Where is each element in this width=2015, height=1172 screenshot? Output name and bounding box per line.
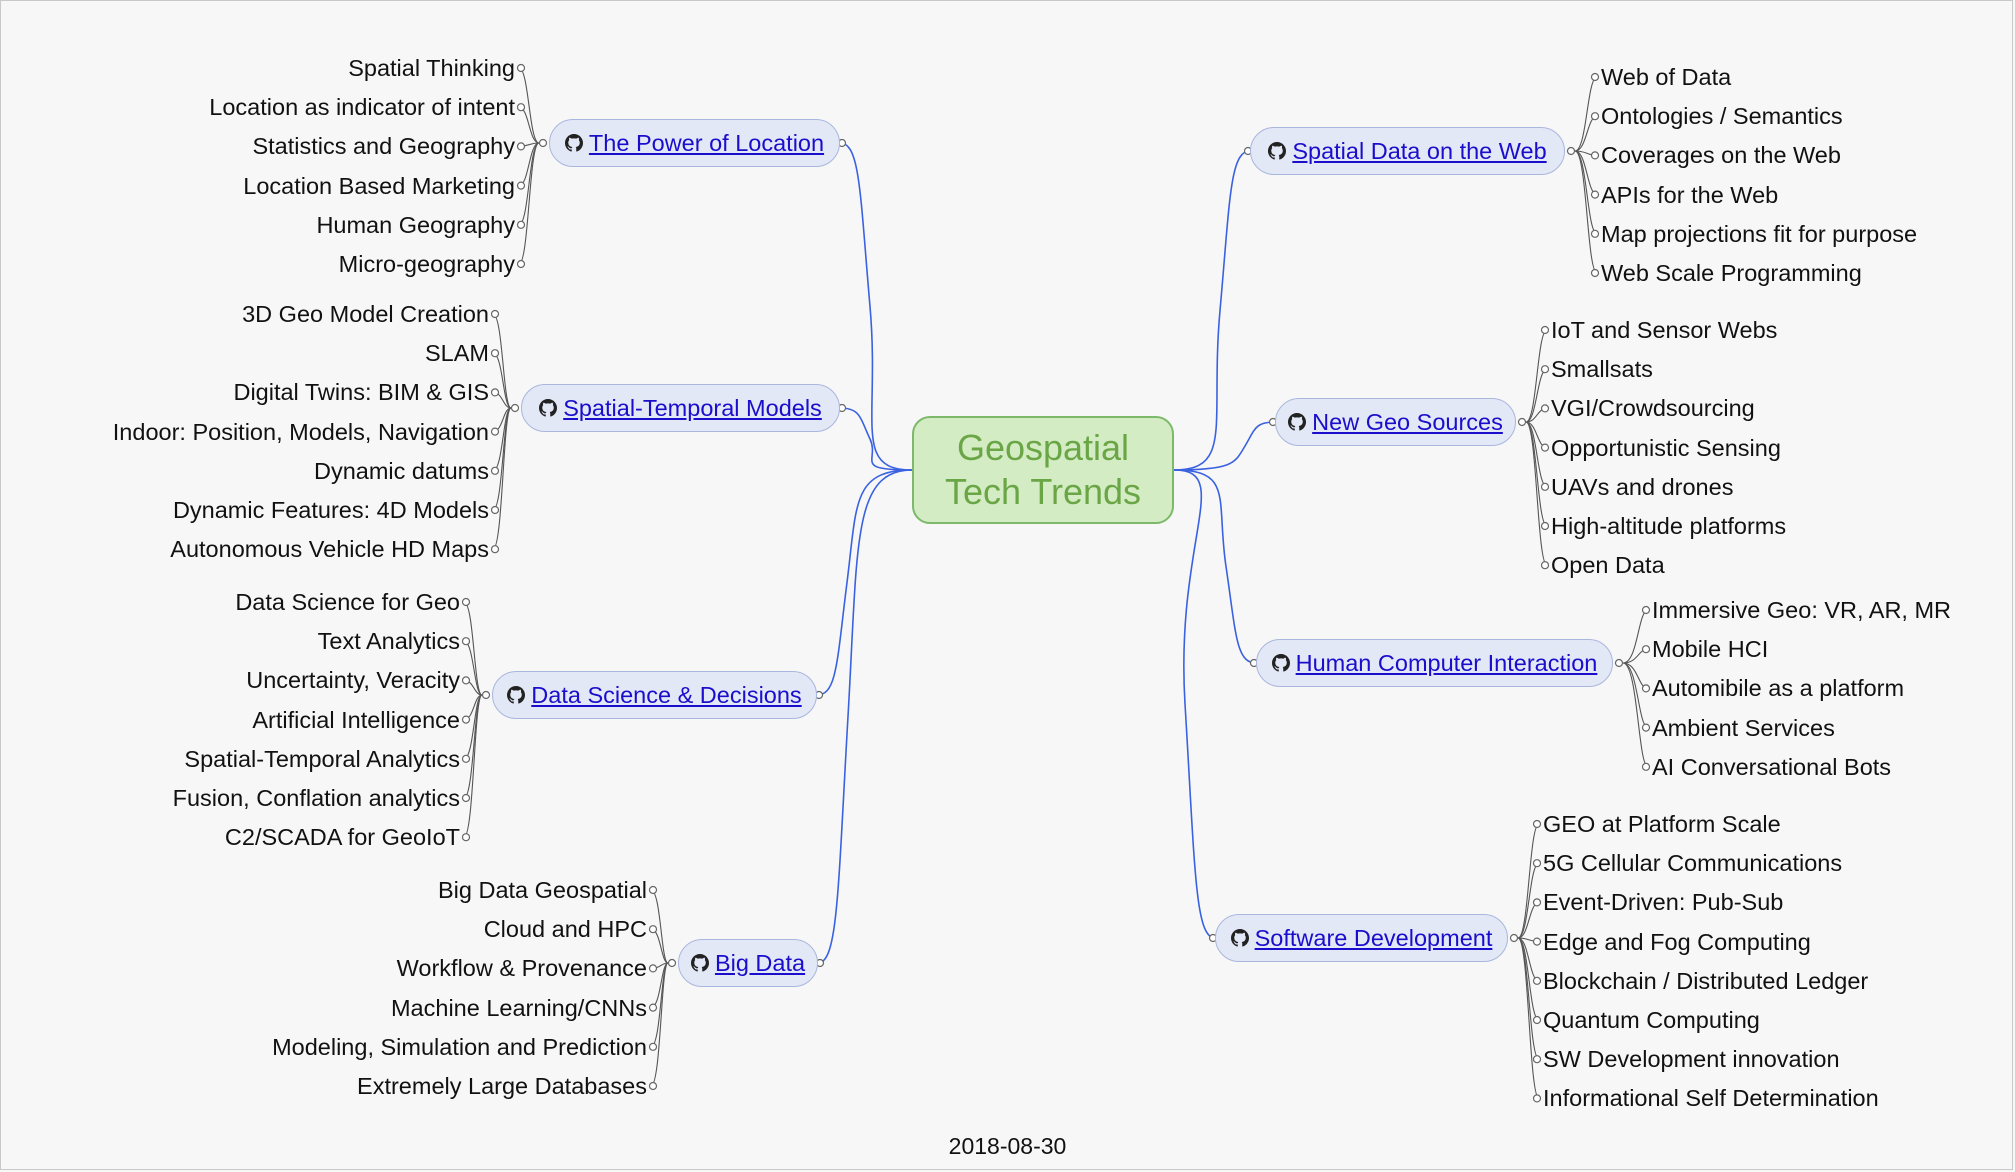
leaf-topic[interactable]: C2/SCADA for GeoIoT (224, 824, 460, 851)
leaf-topic[interactable]: Mobile HCI (1652, 636, 1769, 663)
leaf-topic[interactable]: Web of Data (1601, 64, 1732, 90)
branch-label[interactable]: New Geo Sources (1312, 408, 1503, 435)
branch-power-of-location[interactable]: The Power of Location (549, 119, 840, 167)
leaf-topic[interactable]: Human Geography (316, 211, 515, 238)
leaf-topic[interactable]: Spatial Thinking (348, 55, 515, 81)
branch-big-data[interactable]: Big Data (678, 939, 818, 987)
leaf-topic[interactable]: 3D Geo Model Creation (242, 301, 489, 327)
leaf-topic[interactable]: Smallsats (1551, 356, 1653, 383)
leaf-topic[interactable]: 5G Cellular Communications (1543, 850, 1843, 877)
central-topic-line1: Geospatial (956, 427, 1130, 468)
leaf-topic[interactable]: Big Data Geospatial (437, 877, 647, 903)
date-label: 2018-08-30 (948, 1133, 1067, 1159)
leaf-topic[interactable]: Map projections fit for purpose (1601, 220, 1918, 247)
leaf-topic[interactable]: VGI/Crowdsourcing (1551, 395, 1755, 422)
leaf-topic[interactable]: IoT and Sensor Webs (1551, 317, 1778, 343)
branch-label[interactable]: Software Development (1254, 924, 1493, 951)
leaf-topic[interactable]: Statistics and Geography (252, 133, 515, 160)
leaf-topic[interactable]: APIs for the Web (1601, 181, 1779, 208)
leaf-topic[interactable]: Edge and Fog Computing (1543, 928, 1811, 955)
leaf-topic[interactable]: Automibile as a platform (1652, 675, 1905, 702)
leaf-topic[interactable]: Dynamic datums (314, 457, 489, 484)
leaf-topic[interactable]: Open Data (1551, 552, 1665, 579)
branch-label[interactable]: Big Data (714, 949, 806, 976)
leaf-topic[interactable]: SW Development innovation (1543, 1046, 1840, 1073)
leaf-topic[interactable]: High-altitude platforms (1551, 513, 1787, 539)
github-icon (564, 134, 583, 152)
leaf-topic[interactable]: Indoor: Position, Models, Navigation (112, 418, 489, 445)
leaf-topic[interactable]: Opportunistic Sensing (1551, 434, 1781, 461)
leaf-topic[interactable]: Coverages on the Web (1601, 142, 1841, 169)
leaf-topic[interactable]: GEO at Platform Scale (1543, 811, 1781, 837)
leaf-topic[interactable]: UAVs and drones (1551, 473, 1734, 500)
leaf-topic[interactable]: Micro-geography (338, 251, 515, 277)
github-icon (1268, 142, 1287, 160)
leaf-topic[interactable]: Workflow & Provenance (396, 955, 647, 982)
branch-spatial-temporal-models[interactable]: Spatial-Temporal Models (521, 384, 840, 432)
branch-new-geo-sources[interactable]: New Geo Sources (1275, 398, 1516, 446)
leaf-topic[interactable]: Location Based Marketing (243, 172, 515, 199)
branch-label[interactable]: Spatial Data on the Web (1292, 137, 1547, 164)
branch-label[interactable]: Data Science & Decisions (531, 681, 802, 708)
leaf-topic[interactable]: Location as indicator of intent (209, 94, 515, 121)
central-topic-line2: Tech Trends (944, 471, 1142, 512)
github-icon (690, 954, 709, 972)
leaf-topic[interactable]: Artificial Intelligence (252, 706, 460, 733)
leaf-topic[interactable]: Modeling, Simulation and Prediction (272, 1033, 647, 1060)
leaf-topic[interactable]: Uncertainty, Veracity (246, 667, 460, 694)
leaf-topic[interactable]: Autonomous Vehicle HD Maps (170, 536, 489, 563)
leaf-topic[interactable]: Ambient Services (1652, 714, 1835, 741)
leaf-topic[interactable]: Informational Self Determination (1543, 1085, 1879, 1112)
leaf-topic[interactable]: Dynamic Features: 4D Models (172, 497, 489, 523)
leaf-topic[interactable]: Extremely Large Databases (357, 1073, 647, 1099)
branch-data-science-decisions[interactable]: Data Science & Decisions (492, 671, 817, 719)
leaf-topic[interactable]: Quantum Computing (1543, 1007, 1760, 1033)
github-icon (539, 399, 558, 417)
branch-software-development[interactable]: Software Development (1215, 914, 1508, 962)
leaf-topic[interactable]: Digital Twins: BIM & GIS (233, 379, 489, 406)
branch-label[interactable]: The Power of Location (588, 129, 825, 156)
leaf-topic[interactable]: Cloud and HPC (483, 916, 647, 943)
central-topic[interactable]: Geospatial Tech Trends (912, 416, 1174, 524)
leaf-topic[interactable]: Blockchain / Distributed Ledger (1543, 967, 1869, 994)
leaf-topic[interactable]: Spatial-Temporal Analytics (184, 745, 460, 772)
github-icon (1288, 413, 1307, 431)
leaf-topic[interactable]: Data Science for Geo (235, 589, 460, 615)
leaf-topic[interactable]: Web Scale Programming (1601, 260, 1862, 286)
leaf-topic[interactable]: Ontologies / Semantics (1601, 103, 1843, 130)
branch-label[interactable]: Human Computer Interaction (1295, 649, 1598, 676)
branch-spatial-data-web[interactable]: Spatial Data on the Web (1250, 127, 1565, 175)
leaf-topic[interactable]: Machine Learning/CNNs (390, 994, 647, 1021)
github-icon (507, 686, 526, 704)
github-icon (1271, 654, 1290, 672)
branch-label[interactable]: Spatial-Temporal Models (563, 394, 822, 421)
branch-human-computer-interaction[interactable]: Human Computer Interaction (1256, 639, 1613, 687)
leaf-topic[interactable]: SLAM (425, 340, 489, 367)
leaf-topic[interactable]: Text Analytics (317, 628, 460, 655)
leaf-topic[interactable]: Immersive Geo: VR, AR, MR (1652, 597, 1952, 623)
github-icon (1230, 929, 1249, 947)
leaf-topic[interactable]: AI Conversational Bots (1652, 753, 1892, 780)
leaf-topic[interactable]: Fusion, Conflation analytics (172, 785, 460, 811)
leaf-topic[interactable]: Event-Driven: Pub-Sub (1543, 889, 1784, 916)
